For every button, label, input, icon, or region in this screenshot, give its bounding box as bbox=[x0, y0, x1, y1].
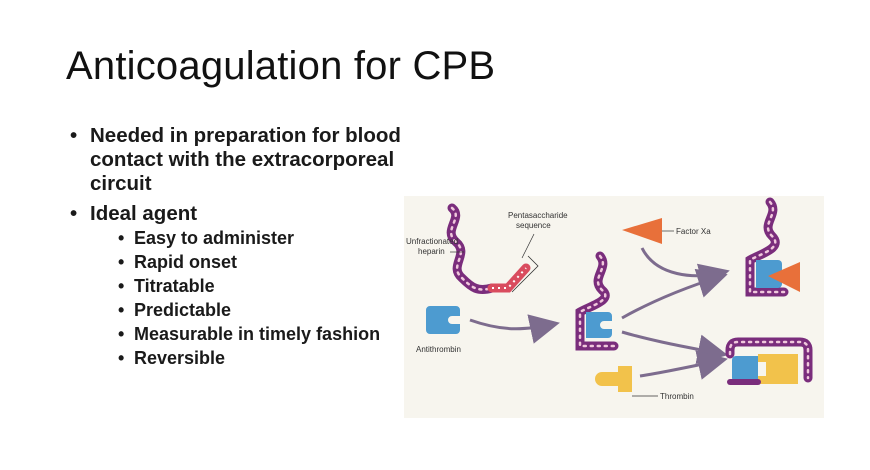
ideal-agent-sublist: Easy to administer Rapid onset Titratabl… bbox=[90, 228, 444, 368]
thrombin-shape bbox=[595, 366, 632, 392]
antithrombin-middle bbox=[586, 312, 612, 338]
heparin-beads-xa-complex bbox=[748, 200, 786, 294]
bullet-list: Needed in preparation for blood contact … bbox=[64, 124, 444, 374]
heparin-mechanism-figure: Pentasaccharide sequence Unfractionated … bbox=[404, 196, 824, 418]
factor-xa-bound bbox=[768, 262, 800, 292]
heparin-mechanism-diagram: Pentasaccharide sequence Unfractionated … bbox=[406, 197, 813, 401]
arrow-to-xa-complex bbox=[621, 268, 728, 320]
sub-bullet-predictable: Predictable bbox=[90, 300, 444, 320]
label-heparin-line2: heparin bbox=[418, 247, 445, 256]
slide-title: Anticoagulation for CPB bbox=[66, 44, 496, 88]
arrow-to-thrombin-complex bbox=[621, 330, 728, 365]
heparin-beads-thrombin-complex bbox=[728, 340, 810, 380]
antithrombin-xa-complex bbox=[756, 260, 782, 288]
label-factor-xa: Factor Xa bbox=[676, 227, 711, 236]
heparin-chain-left bbox=[446, 203, 497, 295]
label-antithrombin: Antithrombin bbox=[416, 345, 461, 354]
antithrombin-left bbox=[426, 306, 460, 334]
label-pentasaccharide: Pentasaccharide sequence bbox=[508, 211, 570, 230]
pentasaccharide-bracket bbox=[511, 255, 539, 293]
sub-bullet-titratable: Titratable bbox=[90, 276, 444, 296]
label-heparin-line1: Unfractionated bbox=[406, 237, 458, 246]
label-thrombin: Thrombin bbox=[660, 392, 694, 401]
antithrombin-thrombin-complex bbox=[732, 356, 758, 382]
pentasaccharide-leader bbox=[521, 233, 535, 259]
label-heparin: Unfractionated heparin bbox=[406, 237, 460, 256]
sub-bullet-reversible: Reversible bbox=[90, 348, 444, 368]
bullet-ideal-agent: Ideal agent Easy to administer Rapid ons… bbox=[64, 202, 444, 368]
heparin-beads-middle bbox=[578, 254, 616, 348]
sub-bullet-rapid-onset: Rapid onset bbox=[90, 252, 444, 272]
sub-bullet-measurable: Measurable in timely fashion bbox=[90, 324, 444, 344]
thrombin-bound bbox=[758, 354, 798, 384]
bullet-preparation: Needed in preparation for blood contact … bbox=[64, 124, 444, 196]
bullet-ideal-agent-label: Ideal agent bbox=[90, 202, 198, 225]
heparin-beads-left bbox=[449, 206, 494, 291]
label-pentasaccharide-line1: Pentasaccharide bbox=[508, 211, 568, 220]
arrow-thrombin bbox=[639, 350, 728, 380]
sub-bullet-easy-to-administer: Easy to administer bbox=[90, 228, 444, 248]
arrow-factor-xa bbox=[640, 247, 730, 293]
factor-xa-shape bbox=[622, 218, 662, 244]
pentasaccharide-segment bbox=[487, 263, 531, 293]
arrow-binding bbox=[469, 314, 560, 344]
label-pentasaccharide-line2: sequence bbox=[516, 221, 551, 230]
